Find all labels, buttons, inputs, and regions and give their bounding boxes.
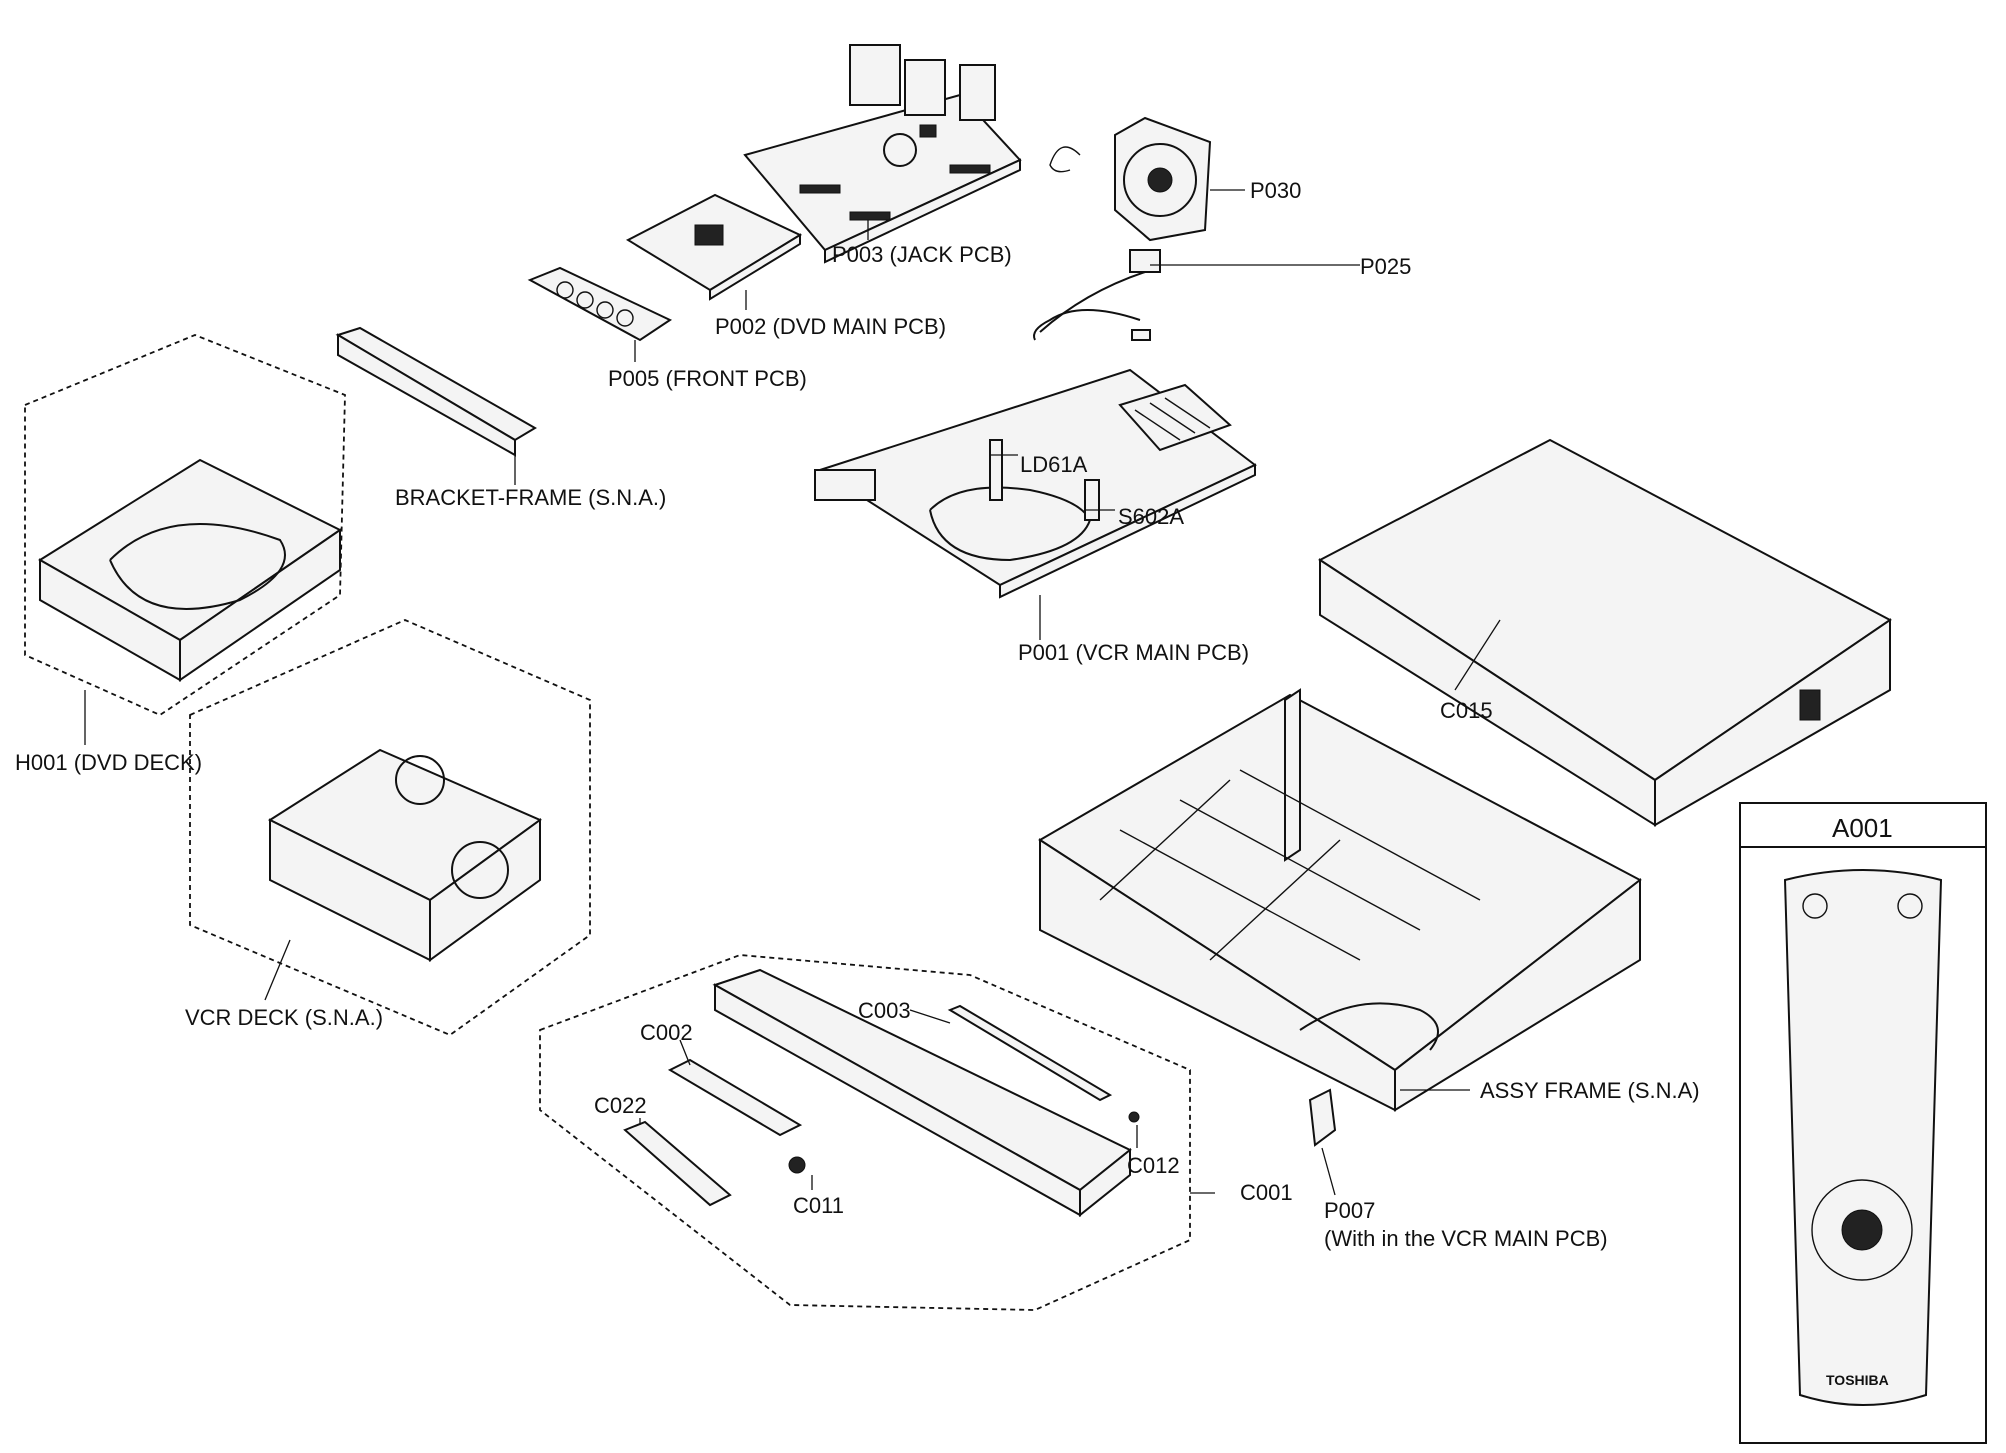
- label-c002: C002: [640, 1020, 693, 1045]
- vcr-main-pcb-part: [814, 368, 1257, 599]
- p007-part: [1308, 1088, 1337, 1147]
- front-panel-group: [539, 954, 1191, 1311]
- label-c001: C001: [1240, 1180, 1293, 1205]
- front-pcb-part: [527, 266, 673, 342]
- label-s602a: S602A: [1118, 504, 1184, 529]
- remote-control-part: [1739, 802, 1987, 1444]
- label-assy-frame: ASSY FRAME (S.N.A): [1480, 1078, 1700, 1103]
- top-cover-part: [1318, 438, 1892, 827]
- leader-lines: [84, 189, 1501, 1196]
- label-p025: P025: [1360, 254, 1411, 279]
- label-c011: C011: [793, 1193, 844, 1218]
- dvd-deck-part: [24, 334, 346, 717]
- vcr-deck-part: [189, 619, 591, 1037]
- dvd-main-pcb-part: [625, 193, 803, 301]
- assy-frame-part: [1038, 688, 1642, 1112]
- label-a001: A001: [1832, 813, 1893, 843]
- label-p007-note: (With in the VCR MAIN PCB): [1324, 1226, 1608, 1251]
- bracket-frame-part: [335, 326, 537, 457]
- label-p003: P003 (JACK PCB): [832, 242, 1012, 267]
- label-bracket-frame: BRACKET-FRAME (S.N.A.): [395, 485, 666, 510]
- label-c015: C015: [1440, 698, 1493, 723]
- label-ld61a: LD61A: [1020, 452, 1088, 477]
- jack-pcb-part: [743, 44, 1022, 264]
- label-c003: C003: [858, 998, 911, 1023]
- label-p030: P030: [1250, 178, 1301, 203]
- remote-brand-label: TOSHIBA: [1826, 1372, 1889, 1388]
- label-p007: P007: [1324, 1198, 1375, 1223]
- label-c012: C012: [1127, 1153, 1180, 1178]
- label-vcr-deck: VCR DECK (S.N.A.): [185, 1005, 383, 1030]
- label-p001: P001 (VCR MAIN PCB): [1018, 640, 1249, 665]
- label-p002: P002 (DVD MAIN PCB): [715, 314, 946, 339]
- label-c022: C022: [594, 1093, 647, 1118]
- label-p005: P005 (FRONT PCB): [608, 366, 807, 391]
- power-cable-part: [1033, 249, 1161, 341]
- label-h001: H001 (DVD DECK): [15, 750, 202, 775]
- fan-part: [1049, 116, 1212, 242]
